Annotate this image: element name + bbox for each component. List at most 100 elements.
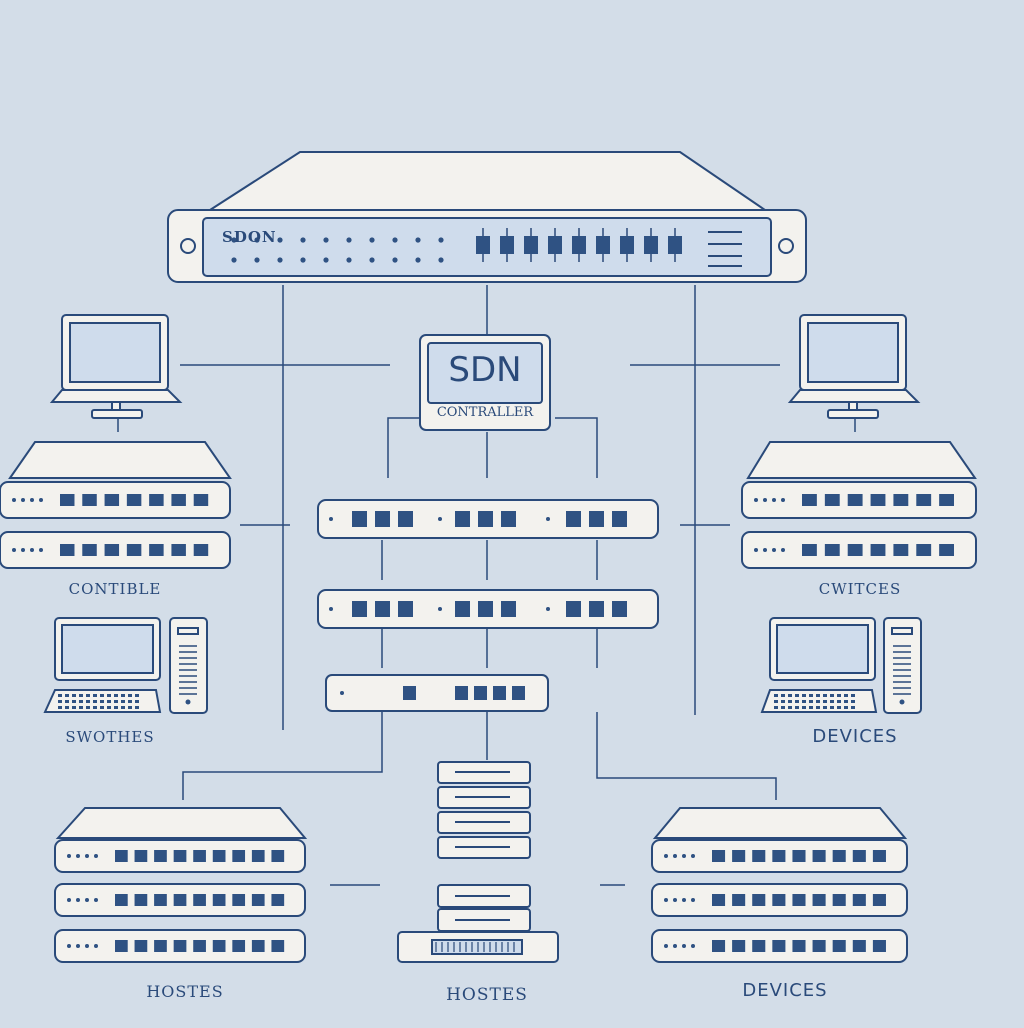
host-grille: [435, 942, 515, 952]
center-switch-port: [352, 511, 367, 527]
switch-port: [193, 494, 209, 506]
keyboard-key: [781, 700, 785, 703]
keyboard-key: [100, 694, 104, 697]
switch-led: [673, 898, 677, 902]
switch-led: [772, 498, 776, 502]
switch-port: [847, 544, 863, 556]
switch-port: [149, 544, 164, 556]
rack-port: [548, 236, 562, 254]
center-switch-led: [329, 607, 333, 611]
keyboard-key: [121, 706, 125, 709]
rack-ports: [476, 228, 682, 262]
keyboard-key: [809, 694, 813, 697]
switch-port: [916, 544, 932, 556]
keyboard-key: [100, 706, 104, 709]
switch-led: [763, 498, 767, 502]
center-switch-port: [375, 511, 390, 527]
switch-port: [812, 850, 826, 862]
switch-led: [76, 854, 80, 858]
switch-port: [732, 940, 746, 952]
switch-port: [104, 494, 120, 506]
switch-port: [115, 894, 128, 906]
switch-port: [60, 544, 75, 556]
center-switch-led: [340, 691, 344, 695]
switch-led: [691, 944, 695, 948]
switch-port: [812, 940, 826, 952]
switch-port: [115, 940, 128, 952]
switch-port: [772, 940, 786, 952]
switch-port: [193, 850, 206, 862]
keyboard-key: [774, 700, 778, 703]
switch-port: [171, 494, 186, 506]
monitor-right: [787, 314, 921, 419]
status-led: [323, 257, 329, 263]
center-switch-port: [493, 686, 506, 700]
switch-led: [21, 548, 25, 552]
center-switch-faded: [325, 674, 549, 712]
keyboard-key: [781, 694, 785, 697]
center-switches: [317, 499, 659, 712]
label-left-lower: SWOTHES: [65, 728, 155, 746]
switch-led: [85, 944, 89, 948]
center-switch-port: [398, 511, 413, 527]
switch-port: [82, 544, 97, 556]
switch-led: [754, 498, 758, 502]
keyboard-key: [788, 700, 792, 703]
switch-port: [104, 544, 120, 556]
switch-port: [832, 850, 846, 862]
status-led: [415, 237, 421, 243]
keyboard-key: [851, 694, 855, 697]
keyboard-key: [802, 700, 806, 703]
keyboard-key: [86, 700, 90, 703]
top-device-label: SDON: [222, 228, 277, 246]
switch-port: [772, 894, 786, 906]
keyboard-key: [823, 700, 827, 703]
keyboard-key: [823, 706, 827, 709]
rack-port: [524, 236, 538, 254]
keyboard-key: [816, 706, 820, 709]
switch-port: [251, 940, 265, 952]
host-unit-bottom: [397, 884, 559, 963]
switch-port: [872, 850, 886, 862]
switch-port: [115, 850, 128, 862]
switch-led: [76, 898, 80, 902]
switch-port: [832, 894, 846, 906]
switch-led: [67, 854, 71, 858]
keyboard-key: [135, 700, 139, 703]
keyboard-key: [107, 706, 111, 709]
switch-led: [664, 854, 668, 858]
switch-led: [30, 548, 34, 552]
switch-stacks: [0, 441, 977, 963]
keyboard-key: [774, 694, 778, 697]
status-led: [300, 237, 306, 243]
tower-lines-right: [893, 645, 911, 705]
switch-port: [824, 494, 840, 506]
switch-port: [852, 894, 866, 906]
switch-port: [939, 494, 954, 506]
switch-port: [154, 850, 167, 862]
status-led: [392, 257, 398, 263]
switch-port: [712, 850, 726, 862]
switch-led: [754, 548, 758, 552]
switch-led: [772, 548, 776, 552]
keyboard-key: [128, 700, 132, 703]
status-led: [254, 237, 260, 243]
stack-top-bottom-left: [55, 807, 308, 839]
switch-led: [682, 944, 686, 948]
center-switch-port: [501, 601, 516, 617]
keyboard-key: [795, 706, 799, 709]
keyboard-key: [100, 700, 104, 703]
keyboard-key: [58, 694, 62, 697]
switch-port: [712, 940, 726, 952]
keyboard-key: [795, 700, 799, 703]
status-led: [369, 257, 375, 263]
desktop-left: [43, 617, 208, 714]
center-switch-port: [398, 601, 413, 617]
center-switch-port: [512, 686, 525, 700]
center-switch-port: [478, 511, 493, 527]
switch-port: [852, 850, 866, 862]
switch-led: [682, 854, 686, 858]
keyboard-key: [79, 700, 83, 703]
switch-led: [30, 498, 34, 502]
switch-port: [870, 494, 886, 506]
